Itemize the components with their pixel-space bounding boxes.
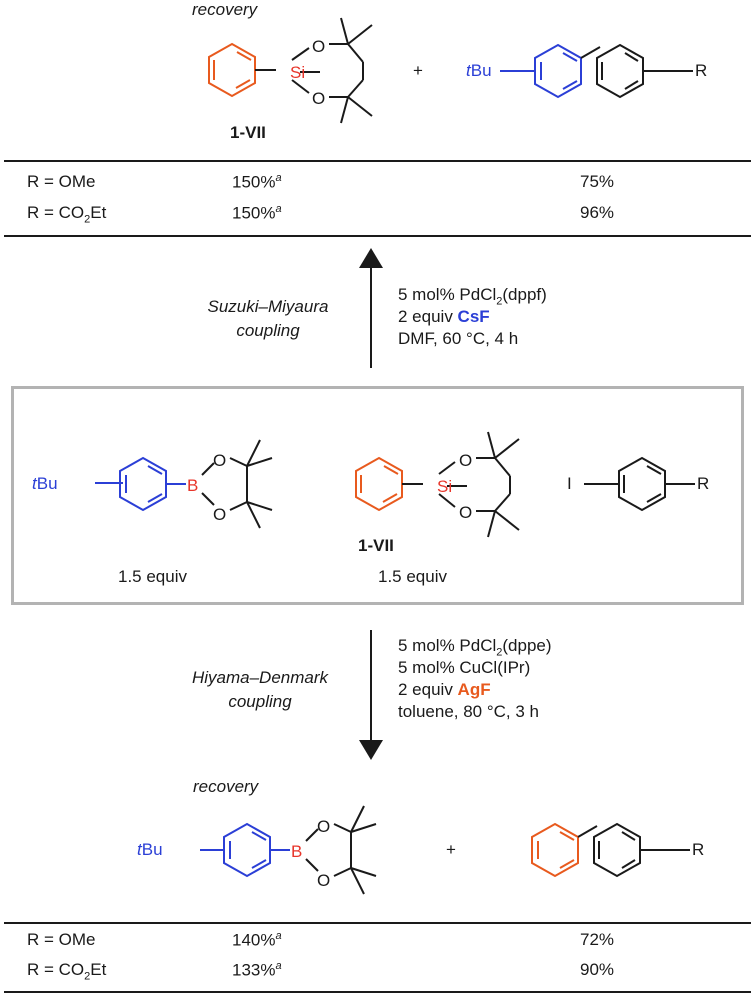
bottom-row-1-yield: 72% [580,930,615,949]
bottom-bpin-recovery: B O O [200,805,377,895]
top-row-1-yield: 75% [580,172,615,191]
top-table-rule-top [4,160,751,162]
hiyama-cond-2: 5 mol% CuCl(IPr) [398,658,531,677]
bottom-biaryl-product [531,822,690,878]
bottom-r-label: R [692,840,705,859]
top-row-1-r: R = OMe [27,172,96,191]
middle-bpin-o2: O [213,505,226,524]
top-o-atom-2: O [312,89,325,108]
hiyama-cond-4: toluene, 80 °C, 3 h [398,702,540,721]
bottom-row-2-recovery: 133%a [232,960,282,980]
middle-o-atom-1: O [459,451,472,470]
hiyama-name-line1: Hiyama–Denmark [191,668,329,687]
bottom-bpin-o1: O [317,817,330,836]
bottom-row-2-yield: 90% [580,960,615,979]
bottom-plus-sign: + [446,840,456,859]
bottom-table-rule-top [4,922,751,924]
bottom-bpin-o2: O [317,871,330,890]
middle-compound-label: 1-VII [358,536,394,555]
top-table-rule-bottom [4,235,751,237]
bottom-recovery-label: recovery [193,777,259,796]
top-biaryl-product [500,43,693,99]
middle-siloxane-1-VII: Si O O [355,431,520,538]
hiyama-name-line2: coupling [228,692,292,711]
reagents-box [11,386,744,605]
top-si-atom: Si [290,63,305,82]
top-o-atom-1: O [312,37,325,56]
top-tbu-label: tBu [466,61,492,81]
top-row-2-footnote: a [275,203,282,215]
top-recovery-label: recovery [192,0,258,19]
middle-r-label: R [697,474,710,493]
top-tbu-t: t [466,61,471,80]
top-blue-ring [534,43,582,99]
hiyama-conditions: 5 mol% PdCl2(dppe) 5 mol% CuCl(IPr) 2 eq… [398,635,552,723]
middle-equiv-left: 1.5 equiv [118,567,187,586]
bottom-row-1-recovery: 140%a [232,930,282,950]
suzuki-name-line2: coupling [236,321,300,340]
top-plus-sign: + [413,61,423,80]
top-row-1-footnote: a [275,172,282,184]
bottom-table-rule-bottom [4,991,751,993]
top-tbu-bu: Bu [470,61,492,80]
top-siloxane-1-VII: Si O O [208,17,373,124]
top-row-1-recovery: 150%a [232,172,282,193]
suzuki-conditions: 5 mol% PdCl2(dppf) 2 equiv CsF DMF, 60 °… [398,284,547,350]
top-row-2-recovery-value: 150% [232,203,276,223]
suzuki-cond-2: 2 equiv CsF [398,307,490,326]
middle-aryl-iodide [584,456,695,512]
top-r-label: R [695,61,708,80]
middle-equiv-mid: 1.5 equiv [378,567,447,586]
hiyama-cond-1: 5 mol% PdCl2(dppe) [398,636,552,659]
bottom-row-1-r: R = OMe [27,930,96,949]
middle-iodine-label: I [567,474,572,493]
suzuki-name-line1: Suzuki–Miyaura [207,297,329,316]
middle-o-atom-2: O [459,503,472,522]
hiyama-agf-reagent: AgF [457,680,491,699]
top-row-2-recovery: 150%a [232,203,282,224]
top-row-1-recovery-value: 150% [232,172,276,192]
middle-bpin-reagent: B O O [95,439,273,529]
suzuki-cond-1: 5 mol% PdCl2(dppf) [398,285,547,308]
middle-tbu-label: tBu [32,474,58,493]
top-compound-label: 1-VII [230,123,266,142]
bottom-tbu-label: tBu [137,840,163,859]
suzuki-csf-reagent: CsF [457,307,490,326]
middle-b-atom: B [187,476,198,495]
hiyama-cond-3: 2 equiv AgF [398,680,491,699]
bottom-b-atom: B [291,842,302,861]
middle-si-atom: Si [437,477,452,496]
top-black-ring [596,43,693,99]
top-phenyl-ring [208,42,256,98]
top-row-2-yield: 96% [580,203,615,222]
bottom-row-2-r: R = CO2Et [27,960,107,983]
middle-bpin-o1: O [213,451,226,470]
top-row-2-r: R = CO2Et [27,203,107,226]
suzuki-cond-3: DMF, 60 °C, 4 h [398,329,519,348]
